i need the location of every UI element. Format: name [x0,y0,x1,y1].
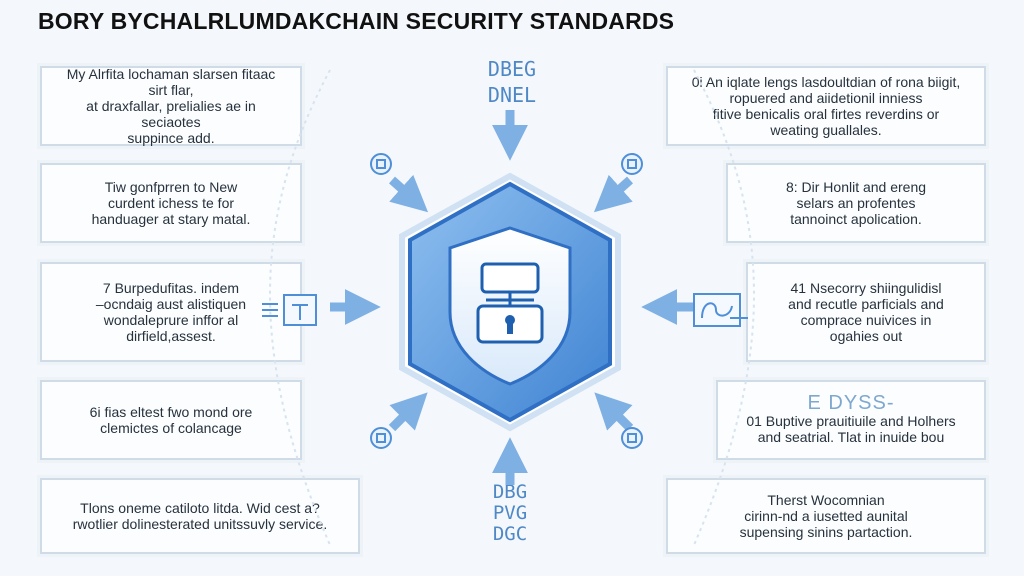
left-card-2-text: Tiw gonfprren to New curdent ichess te f… [91,179,251,227]
right-card-4-header: E DYSS- [807,392,895,414]
security-badge-icon [370,153,392,175]
left-arc [269,69,331,546]
right-arc [693,69,755,546]
right-card-3: 41 Nsecorry shiingulidisl and recutle pa… [746,262,986,362]
left-card-1-text: My Alrfita lochaman slarsen fitaac sirt … [66,66,276,146]
right-card-4: E DYSS- 01 Buptive prauitiuile and Holhe… [716,380,986,460]
left-card-4: 6i fias eltest fwo mond ore clemictes of… [40,380,302,460]
left-card-5-text: Tlons oneme catiloto litda. Wid cest a? … [72,500,328,532]
right-card-1: 0i An iqlate lengs lasdoultdian of rona … [666,66,986,146]
left-card-3-text: 7 Burpedufitas. indem –ocndaig aust alis… [95,280,247,344]
left-card-3: 7 Burpedufitas. indem –ocndaig aust alis… [40,262,302,362]
right-card-3-text: 41 Nsecorry shiingulidisl and recutle pa… [788,280,944,344]
central-hexagon [399,172,621,432]
connector-arrows [330,110,694,485]
bottom-code-label: DBG PVG DGC [492,481,528,545]
right-card-1-text: 0i An iqlate lengs lasdoultdian of rona … [691,74,961,138]
left-card-1: My Alrfita lochaman slarsen fitaac sirt … [40,66,302,146]
right-card-5: Therst Wocomnian cirinn-nd a iusetted au… [666,478,986,554]
key-card-icon [693,293,748,327]
top-code-label: DBEG DNEL [487,57,537,107]
left-card-4-text: 6i fias eltest fwo mond ore clemictes of… [89,404,253,436]
shield-lock-icon [448,226,572,386]
right-card-4-text: 01 Buptive prauitiuile and Holhers and s… [746,413,956,445]
security-badge-icon [621,427,643,449]
page-title: BORY BYCHALRLUMDAKCHAIN SECURITY STANDAR… [38,8,675,34]
right-card-2: 8: Dir Honlit and ereng selars an profen… [726,163,986,243]
right-card-5-text: Therst Wocomnian cirinn-nd a iusetted au… [739,492,913,540]
left-card-2: Tiw gonfprren to New curdent ichess te f… [40,163,302,243]
left-card-5: Tlons oneme catiloto litda. Wid cest a? … [40,478,360,554]
security-badge-icon [370,427,392,449]
security-badge-icon [621,153,643,175]
right-card-2-text: 8: Dir Honlit and ereng selars an profen… [785,179,927,227]
document-chart-icon [262,294,317,326]
